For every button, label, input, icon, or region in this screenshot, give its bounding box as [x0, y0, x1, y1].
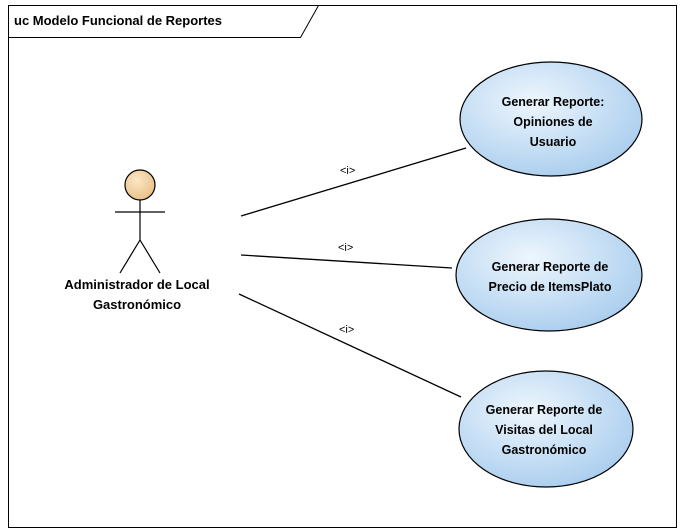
- frame-title-tab: [8, 5, 319, 38]
- use-case-label-line3: Gastronómico: [502, 443, 587, 457]
- association-line-3: [238, 293, 462, 398]
- use-case-precio-itemsplato[interactable]: Generar Reporte de Precio de ItemsPlato: [455, 218, 643, 332]
- association-line-2: [240, 254, 453, 269]
- actor-head: [124, 169, 156, 201]
- use-case-label-line3: Usuario: [530, 135, 577, 149]
- use-case-opiniones-usuario[interactable]: Generar Reporte: Opiniones de Usuario: [459, 61, 643, 177]
- use-case-visitas-local[interactable]: Generar Reporte de Visitas del Local Gas…: [458, 370, 634, 488]
- use-case-label-line1: Generar Reporte de: [492, 260, 609, 274]
- actor-name-line2: Gastronómico: [93, 297, 181, 312]
- use-case-label-line2: Visitas del Local: [495, 423, 593, 437]
- use-case-ellipse: [459, 61, 643, 177]
- associations: <i> <i> <i>: [238, 147, 467, 398]
- actor-left-leg: [119, 239, 141, 274]
- use-case-label-line2: Precio de ItemsPlato: [489, 280, 612, 294]
- use-case-ellipse: [455, 218, 643, 332]
- actor-right-leg: [139, 239, 161, 274]
- use-case-ellipse: [458, 370, 634, 488]
- use-case-label-line1: Generar Reporte:: [502, 95, 605, 109]
- actor-name-line1: Administrador de Local: [64, 277, 209, 292]
- actor: Administrador de Local Gastronómico: [64, 169, 210, 312]
- association-label-1: <i>: [340, 165, 355, 177]
- use-case-label-line2: Opiniones de: [513, 115, 592, 129]
- frame-title: uc Modelo Funcional de Reportes: [14, 13, 222, 28]
- association-label-2: <i>: [338, 242, 353, 254]
- use-case-label-line1: Generar Reporte de: [486, 403, 603, 417]
- association-label-3: <i>: [339, 324, 354, 336]
- association-line-1: [240, 147, 467, 217]
